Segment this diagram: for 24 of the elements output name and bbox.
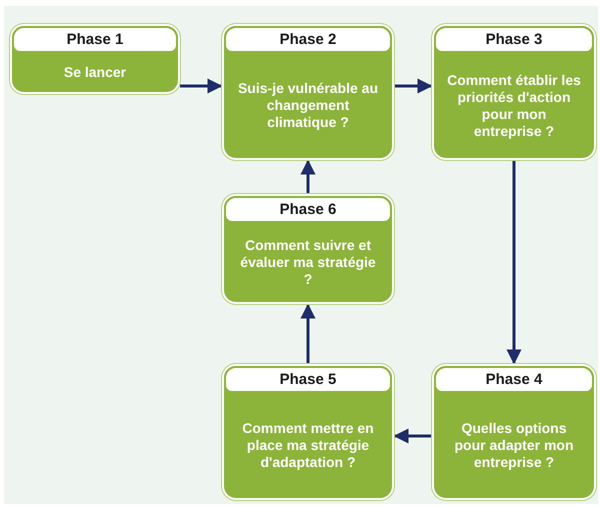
phase-question: Comment mettre en place ma stratégie d'adaptation ? — [241, 419, 375, 472]
arrow — [180, 78, 222, 94]
arrow — [506, 160, 522, 364]
phase-header: Phase 3 — [434, 26, 594, 53]
phase-header: Phase 4 — [434, 366, 594, 393]
phase-question: Quelles options pour adapter mon entreprise ? — [453, 419, 574, 472]
phase-header: Phase 6 — [224, 196, 392, 223]
arrow — [394, 428, 432, 444]
phase-header: Phase 5 — [224, 366, 392, 393]
phase-header: Phase 1 — [12, 26, 178, 53]
arrow — [394, 78, 432, 94]
phase-question: Suis-je vulnérable au changement climatique ? — [236, 79, 380, 132]
phase-box — [222, 364, 394, 500]
phase-box — [10, 24, 180, 94]
phase-question: Se lancer — [62, 63, 128, 82]
phase-box — [432, 364, 596, 500]
phase-question: Comment suivre et évaluer ma stratégie ? — [239, 236, 377, 289]
phase-box — [432, 24, 596, 160]
arrow — [300, 160, 316, 194]
phase-box — [222, 24, 394, 160]
phase-question: Comment établir les priorités d'action pour mon entreprise ? — [446, 70, 582, 141]
arrow — [300, 304, 316, 364]
phase-box — [222, 194, 394, 304]
phase-header: Phase 2 — [224, 26, 392, 53]
